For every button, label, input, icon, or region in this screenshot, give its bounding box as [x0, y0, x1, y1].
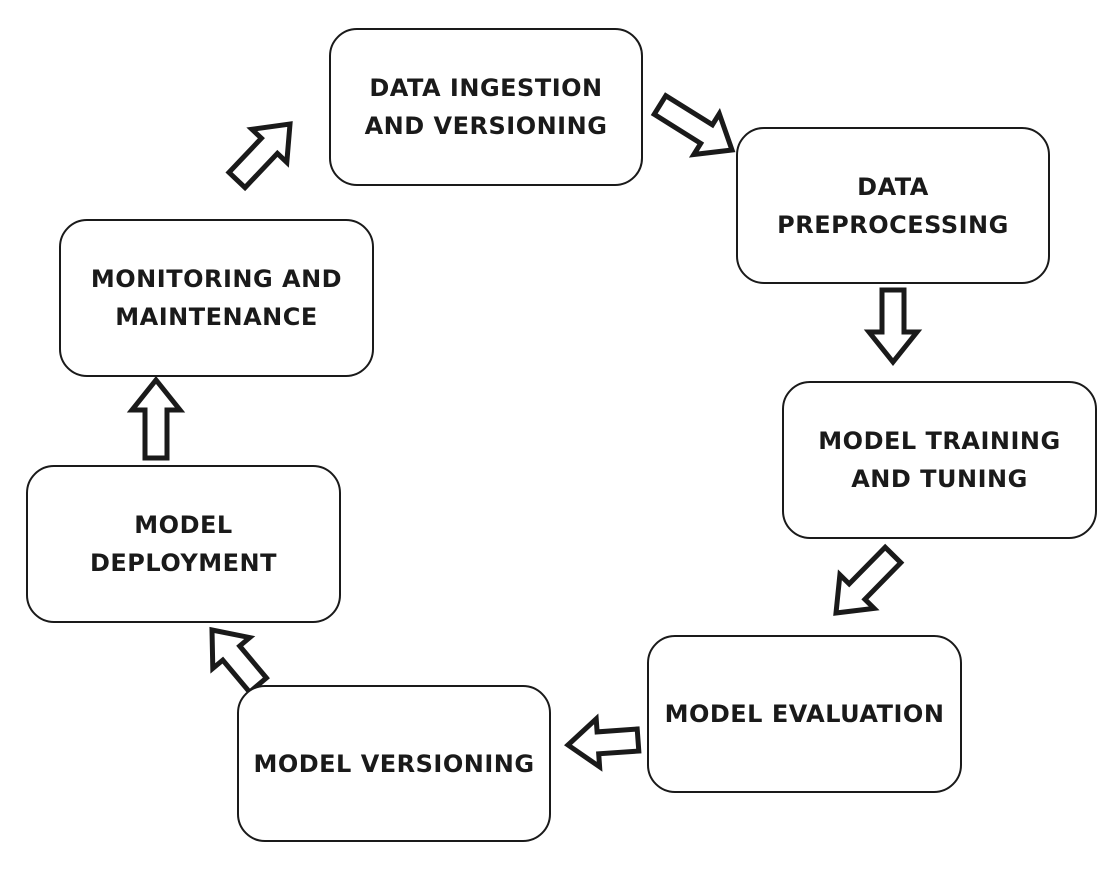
- stage-data-preprocessing: DATA PREPROCESSING: [736, 127, 1050, 284]
- flow-arrow: [126, 375, 186, 461]
- stage-label: MONITORING AND MAINTENANCE: [91, 260, 342, 336]
- flow-arrow: [833, 543, 905, 616]
- stage-monitoring: MONITORING AND MAINTENANCE: [59, 219, 374, 377]
- stage-label: MODEL DEPLOYMENT: [90, 506, 277, 582]
- flow-arrow: [209, 626, 270, 696]
- stage-label-line: MODEL EVALUATION: [664, 700, 945, 728]
- stage-label-line: DATA INGESTION: [369, 74, 603, 102]
- stage-label-line: DEPLOYMENT: [89, 549, 277, 577]
- stage-label-line: AND TUNING: [851, 465, 1028, 493]
- flow-arrow: [863, 287, 923, 367]
- stage-label: DATA INGESTION AND VERSIONING: [365, 69, 608, 145]
- stage-label: MODEL VERSIONING: [253, 745, 534, 783]
- stage-model-training: MODEL TRAINING AND TUNING: [782, 381, 1097, 539]
- stage-label-line: DATA: [857, 172, 929, 201]
- stage-label: MODEL EVALUATION: [665, 695, 945, 733]
- stage-label-line: MODEL: [134, 511, 233, 539]
- stage-model-versioning: MODEL VERSIONING: [237, 685, 551, 842]
- stage-label: MODEL TRAINING AND TUNING: [818, 422, 1060, 498]
- stage-label-line: AND VERSIONING: [364, 112, 608, 140]
- stage-label: DATA PREPROCESSING: [777, 168, 1009, 244]
- stage-label-line: PREPROCESSING: [777, 210, 1009, 239]
- stage-label-line: MODEL TRAINING: [818, 427, 1061, 455]
- flow-arrow: [225, 121, 293, 192]
- stage-label-line: MODEL VERSIONING: [253, 749, 535, 778]
- stage-data-ingestion: DATA INGESTION AND VERSIONING: [329, 28, 643, 186]
- stage-model-evaluation: MODEL EVALUATION: [647, 635, 962, 793]
- stage-label-line: MONITORING AND: [90, 265, 343, 293]
- flow-arrow: [564, 713, 642, 772]
- stage-label-line: MAINTENANCE: [115, 303, 318, 331]
- stage-model-deployment: MODEL DEPLOYMENT: [26, 465, 341, 623]
- flow-arrow: [650, 92, 736, 158]
